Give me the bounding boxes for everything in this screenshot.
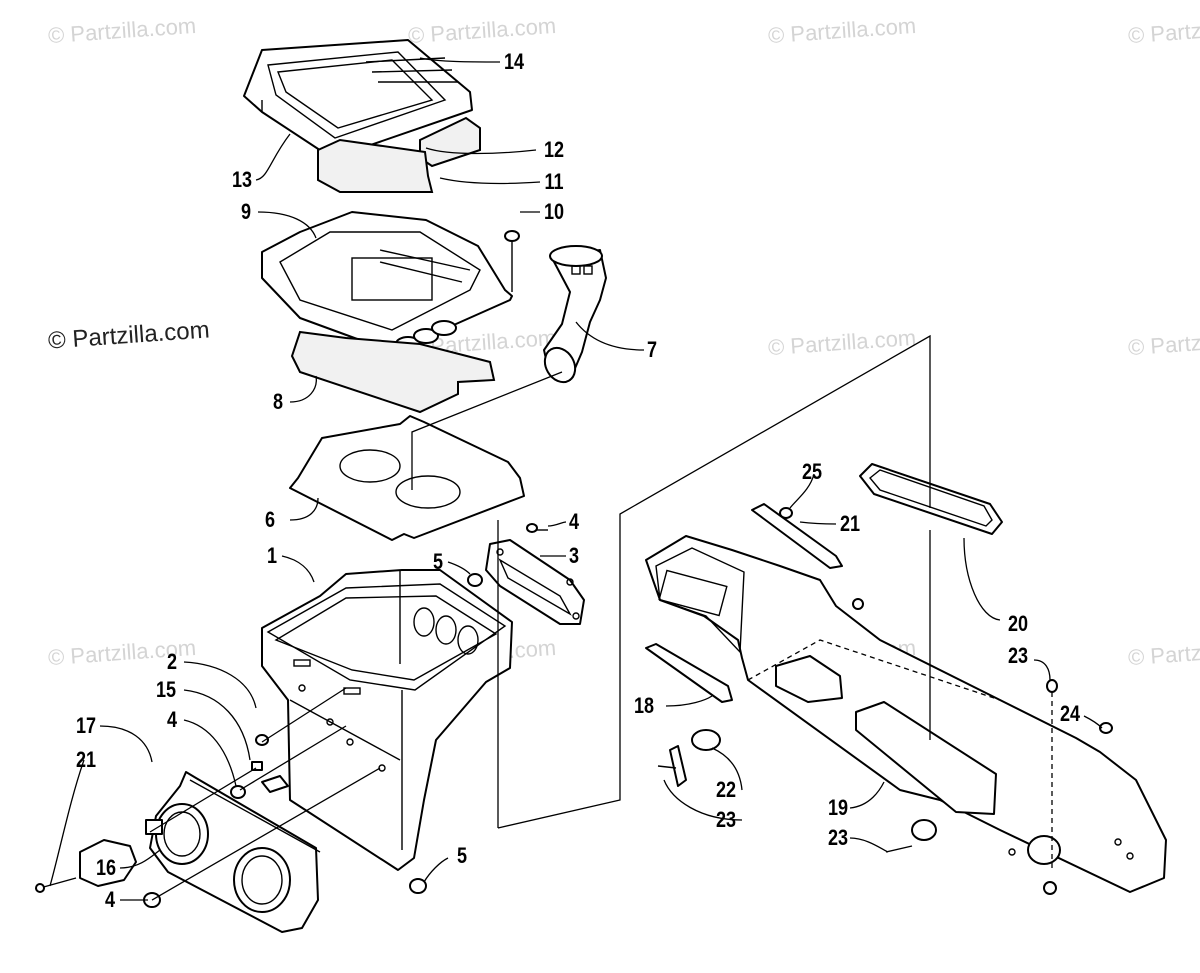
part-air-duct [645, 535, 1167, 893]
callout-5: 5 [432, 549, 444, 574]
part-strip-25 [751, 503, 843, 569]
callout-24: 18 [633, 693, 655, 718]
callout-23: 23 [1007, 643, 1029, 668]
callout-15: 15 [155, 677, 177, 702]
part-foam-filter [317, 138, 434, 193]
callout-25: 25 [801, 459, 823, 484]
callout-14: 14 [503, 49, 525, 74]
leader-lines [49, 57, 1103, 901]
callout-21: 21 [839, 511, 861, 536]
callout-11: 11 [544, 169, 564, 194]
part-gasket-plate [289, 415, 525, 541]
part-bracket-22 [657, 679, 1113, 895]
part-seal-ring [859, 463, 1003, 535]
callout-17: 17 [75, 713, 97, 738]
callout-18: 21 [75, 747, 97, 772]
callout-5: 5 [456, 843, 468, 868]
part-intake-boot [543, 245, 607, 384]
part-nut [852, 598, 864, 610]
callout-7: 7 [646, 337, 658, 362]
part-mount-plate [485, 539, 585, 625]
callout-16: 16 [95, 855, 117, 880]
callout-10: 10 [543, 199, 565, 224]
callout-21: 24 [1059, 701, 1081, 726]
part-nut [779, 507, 793, 519]
callout-13: 13 [231, 167, 253, 192]
callout-12: 12 [543, 137, 565, 162]
callout-19: 19 [827, 795, 849, 820]
part-air-box [261, 569, 513, 871]
callout-2: 2 [166, 649, 178, 674]
assembly-lines [411, 334, 931, 829]
callout-1: 1 [266, 543, 278, 568]
callout-3: 3 [568, 543, 580, 568]
callout-4: 4 [166, 707, 178, 732]
callout-22: 22 [715, 777, 737, 802]
part-filter-housing [261, 211, 513, 357]
callout-8: 8 [272, 389, 284, 414]
part-screw-10 [504, 230, 520, 292]
callout-4: 4 [568, 509, 580, 534]
callout-4: 4 [104, 887, 116, 912]
callout-6: 6 [264, 507, 276, 532]
callout-9: 9 [240, 199, 252, 224]
part-hardware [35, 523, 548, 908]
callout-23: 23 [827, 825, 849, 850]
callout-23: 23 [715, 807, 737, 832]
part-flap-24 [645, 643, 733, 703]
callout-20: 20 [1007, 611, 1029, 636]
part-foam-lower [290, 330, 496, 414]
